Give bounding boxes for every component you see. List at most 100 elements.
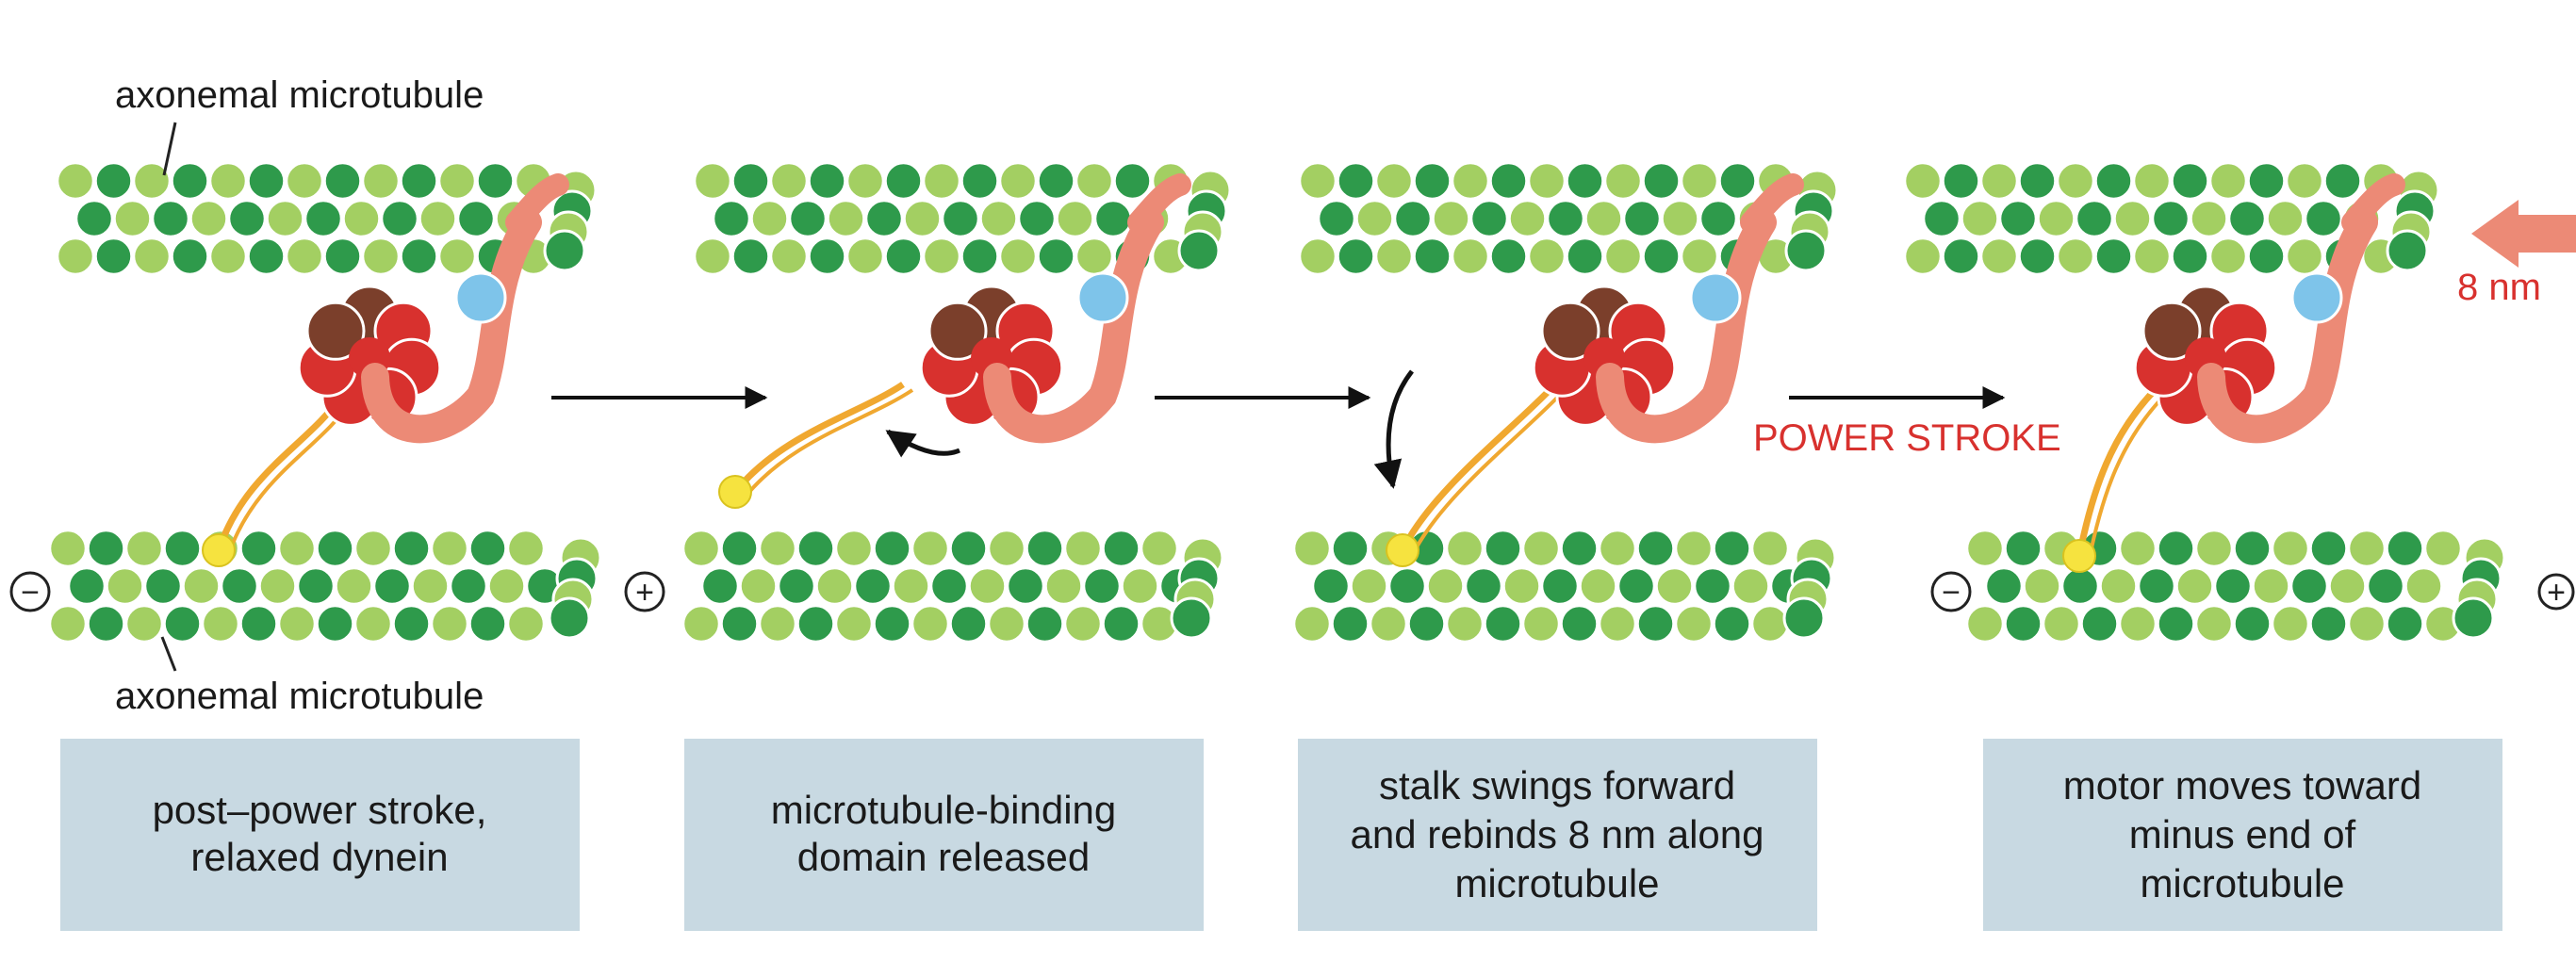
tubulin-subunit <box>1713 604 1751 644</box>
tubulin-subunit <box>1017 199 1057 238</box>
tubulin-subunit <box>2289 566 2329 606</box>
tubulin-subunit <box>1393 199 1433 238</box>
tubulin-subunit <box>2094 236 2133 276</box>
tubulin-subunit <box>1521 604 1561 644</box>
tubulin-subunit <box>1445 529 1485 568</box>
aaa-domain <box>1540 301 1600 361</box>
tubulin-subunit <box>449 566 488 606</box>
tubulin-subunit <box>1693 566 1732 606</box>
tubulin-subunit <box>693 161 732 201</box>
tubulin-cap-subunit <box>1177 229 1221 272</box>
tubulin-subunit <box>468 604 507 644</box>
tubulin-subunit <box>1750 529 1790 568</box>
caption-1-line-2: relaxed dynein <box>190 835 448 879</box>
tubulin-subunit <box>998 236 1038 276</box>
aaa-domain <box>305 301 366 361</box>
tubulin-subunit <box>430 529 469 568</box>
tubulin-subunit <box>2194 604 2234 644</box>
dynein-tail <box>983 208 1164 444</box>
tubulin-subunit <box>815 566 854 606</box>
tubulin-subunit <box>1642 236 1681 276</box>
tubulin-subunit <box>316 529 354 568</box>
tubulin-subunit <box>2018 161 2057 201</box>
tubulin-subunit <box>2252 566 2290 606</box>
tubulin-subunit <box>845 161 885 201</box>
tubulin-subunit <box>758 604 797 644</box>
tubulin-subunit <box>1661 199 1699 238</box>
tubulin-subunit <box>163 529 202 568</box>
tubulin-subunit <box>277 529 317 568</box>
tubulin-subunit <box>437 161 477 201</box>
tubulin-cap-subunit <box>2386 229 2429 272</box>
tubulin-subunit <box>911 604 950 644</box>
tubulin-subunit <box>1121 566 1159 606</box>
tubulin-subunit <box>1426 566 1465 606</box>
caption-4-line-2: minus end of <box>2129 812 2356 856</box>
tubulin-subunit <box>1407 604 1446 644</box>
tubulin-subunit <box>1674 529 1714 568</box>
tubulin-subunit <box>808 161 846 201</box>
tubulin-subunit <box>796 604 835 644</box>
tubulin-subunit <box>796 529 835 568</box>
tubulin-subunit <box>1998 199 2038 238</box>
tubulin-subunit <box>758 529 797 568</box>
tubulin-subunit <box>1292 604 1332 644</box>
tubulin-subunit <box>987 529 1026 568</box>
tubulin-subunit <box>1636 604 1675 644</box>
tubulin-subunit <box>437 236 477 276</box>
tubulin-subunit <box>2247 161 2286 201</box>
tubulin-subunit <box>94 161 133 201</box>
tubulin-subunit <box>2309 604 2348 644</box>
tubulin-subunit <box>2347 529 2387 568</box>
tubulin-subunit <box>911 529 950 568</box>
tubulin-subunit <box>1369 604 1408 644</box>
tubulin-subunit <box>277 604 317 644</box>
tubulin-subunit <box>2271 529 2310 568</box>
top-microtubule-2 <box>693 161 1232 276</box>
minus-end-symbol-left: − <box>9 571 51 612</box>
tubulin-subunit <box>1317 199 1356 238</box>
tubulin-subunit <box>1025 529 1064 568</box>
tubulin-subunit <box>106 566 144 606</box>
tubulin-subunit <box>2366 566 2405 606</box>
tubulin-subunit <box>2323 161 2362 201</box>
tubulin-subunit <box>323 236 362 276</box>
tubulin-subunit <box>1037 236 1075 276</box>
caption-4-line-3: microtubule <box>2140 861 2344 905</box>
tubulin-subunit <box>430 604 469 644</box>
tubulin-subunit <box>1942 161 1980 201</box>
tubulin-subunit <box>400 236 438 276</box>
tubulin-subunit <box>1102 604 1140 644</box>
tubulin-subunit <box>2233 529 2272 568</box>
caption-1-line-1: post–power stroke, <box>153 788 487 832</box>
tubulin-subunit <box>342 199 381 238</box>
tubulin-subunit <box>2213 566 2253 606</box>
tubulin-subunit <box>739 566 778 606</box>
tubulin-subunit <box>2271 604 2310 644</box>
tubulin-subunit <box>87 604 125 644</box>
tubulin-subunit <box>1636 529 1675 568</box>
tubulin-subunit <box>2157 604 2195 644</box>
distance-label: 8 nm <box>2457 267 2541 308</box>
dynein-tail <box>1596 208 1777 444</box>
tubulin-subunit <box>227 199 267 238</box>
tubulin-subunit <box>266 199 304 238</box>
tubulin-subunit <box>1942 236 1980 276</box>
tubulin-subunit <box>2208 236 2248 276</box>
aaa-domain <box>2141 301 2202 361</box>
stalk-released-line-b <box>743 388 914 499</box>
tubulin-subunit <box>769 161 809 201</box>
tubulin-subunit <box>960 161 999 201</box>
tail-anchor <box>1740 173 1804 234</box>
tubulin-subunit <box>1598 529 1637 568</box>
tubulin-subunit <box>769 236 809 276</box>
tubulin-subunit <box>1731 566 1770 606</box>
tubulin-subunit <box>2309 529 2348 568</box>
svg-text:+: + <box>2547 575 2566 611</box>
tubulin-subunit <box>1387 566 1427 606</box>
tubulin-subunit <box>411 566 450 606</box>
tubulin-subunit <box>1298 236 1337 276</box>
tubulin-subunit <box>2056 161 2095 201</box>
tubulin-subunit <box>1713 529 1751 568</box>
tubulin-subunit <box>834 604 874 644</box>
